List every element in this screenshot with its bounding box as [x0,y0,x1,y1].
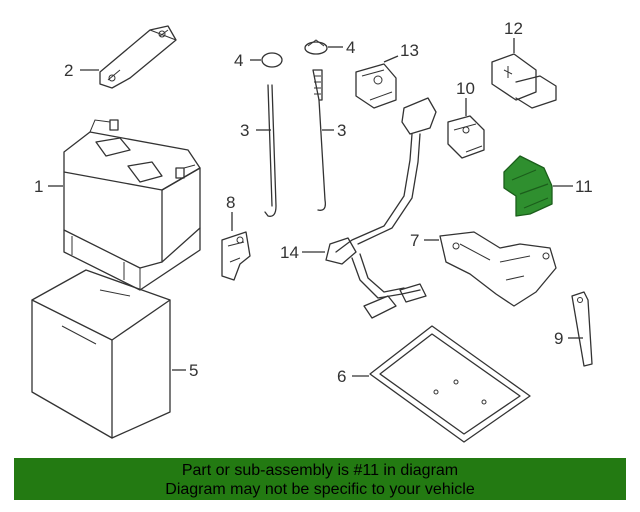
part-1-battery[interactable] [63,119,201,291]
callout-3-right: 3 [337,121,346,140]
part-9-hook[interactable] [571,291,593,367]
callout-11: 11 [575,177,593,196]
part-6-battery-tray[interactable] [369,325,531,443]
parts-diagram: 2 4 4 3 3 1 [31,19,593,443]
callout-1: 1 [34,177,43,196]
part-10-clamp[interactable] [447,115,485,159]
callout-7: 7 [410,231,419,250]
callout-10: 10 [456,79,475,98]
callout-2: 2 [64,61,73,80]
part-13-terminal[interactable] [355,63,397,109]
callout-9: 9 [554,329,563,348]
callout-4-right: 4 [346,38,355,57]
callout-12: 12 [504,19,523,38]
part-8-bracket[interactable] [221,231,251,281]
callout-4-left: 4 [234,51,243,70]
banner-line-2: Diagram may not be specific to your vehi… [165,481,475,498]
part-7-support-bracket[interactable] [439,231,557,307]
part-4-cap-left[interactable] [261,52,283,68]
part-2-hold-down-bracket[interactable] [99,25,177,89]
part-info-banner: Part or sub-assembly is #11 in diagram D… [14,458,626,500]
callout-3-left: 3 [240,121,249,140]
part-4-cap-right[interactable] [304,39,328,55]
part-3-rod-left[interactable] [264,84,277,217]
callout-13: 13 [400,41,419,60]
part-5-battery-case[interactable] [31,269,171,439]
callout-5: 5 [189,361,198,380]
banner-line-1: Part or sub-assembly is #11 in diagram [181,462,459,479]
part-11-highlighted[interactable] [503,155,553,217]
callout-6: 6 [337,367,346,386]
callout-8: 8 [226,193,235,212]
part-12-sensor[interactable] [491,53,557,109]
callout-14: 14 [280,243,299,262]
part-3-rod-right[interactable] [312,69,326,211]
part-14-cable-harness[interactable] [325,97,437,319]
